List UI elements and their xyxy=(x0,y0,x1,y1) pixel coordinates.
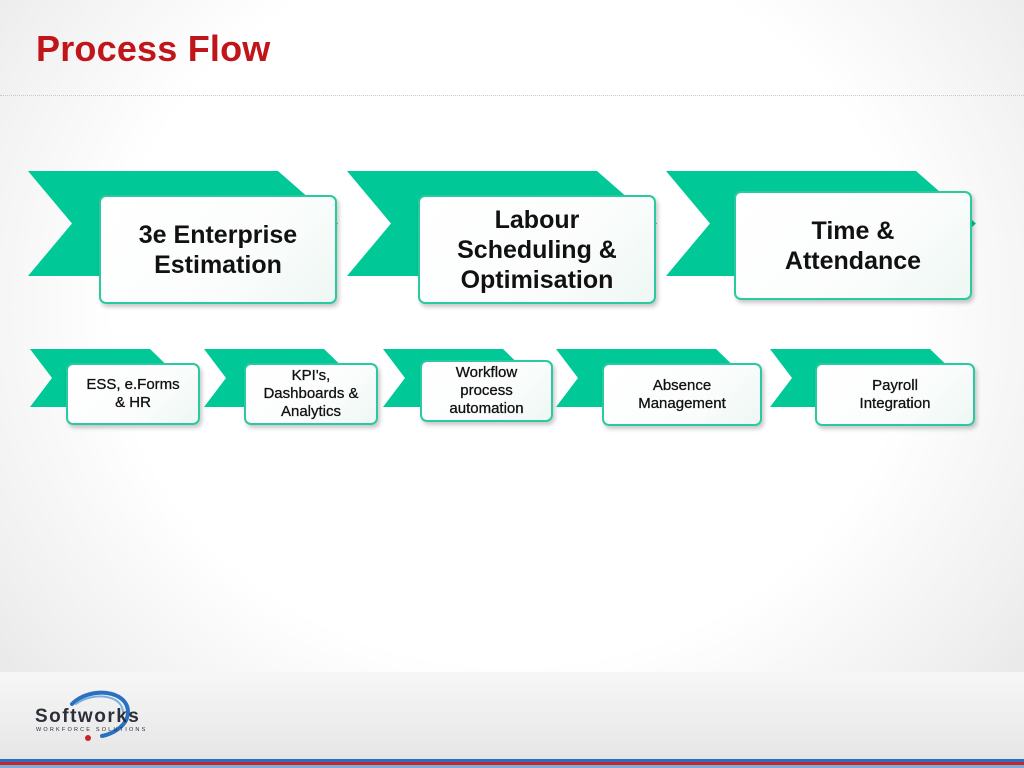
step-label: Time & Attendance xyxy=(784,216,922,275)
step-label: Workflow process automation xyxy=(449,364,524,417)
step-label: Labour Scheduling & Optimisation xyxy=(457,205,617,294)
step-label: 3e Enterprise Estimation xyxy=(138,220,298,279)
step-box-kpis-dashboards: KPI's, Dashboards & Analytics xyxy=(244,363,378,425)
logo-swoosh-icon xyxy=(70,690,131,741)
step-label: Absence Management xyxy=(638,376,726,412)
step-box-labour-scheduling: Labour Scheduling & Optimisation xyxy=(418,195,656,304)
footer-stripe xyxy=(0,759,1024,762)
step-box-workflow-automation: Workflow process automation xyxy=(420,360,553,422)
step-label: ESS, e.Forms & HR xyxy=(86,376,180,411)
footer-stripe xyxy=(0,765,1024,768)
step-box-time-attendance: Time & Attendance xyxy=(734,191,972,300)
step-box-ess-eforms-hr: ESS, e.Forms & HR xyxy=(66,363,200,425)
step-label: KPI's, Dashboards & Analytics xyxy=(263,367,359,420)
step-label: Payroll Integration xyxy=(859,376,931,412)
page-title: Process Flow xyxy=(36,28,271,69)
step-box-payroll-integration: Payroll Integration xyxy=(815,363,975,426)
title-divider xyxy=(0,95,1024,96)
footer-band xyxy=(0,672,1024,768)
logo-tagline: WORKFORCE SOLUTIONS xyxy=(36,727,148,733)
step-box-absence-management: Absence Management xyxy=(602,363,762,426)
footer-stripe xyxy=(0,762,1024,765)
company-logo: Softworks WORKFORCE SOLUTIONS xyxy=(32,686,162,744)
step-box-enterprise-estimation: 3e Enterprise Estimation xyxy=(99,195,337,304)
logo-wordmark: Softworks xyxy=(35,706,141,727)
